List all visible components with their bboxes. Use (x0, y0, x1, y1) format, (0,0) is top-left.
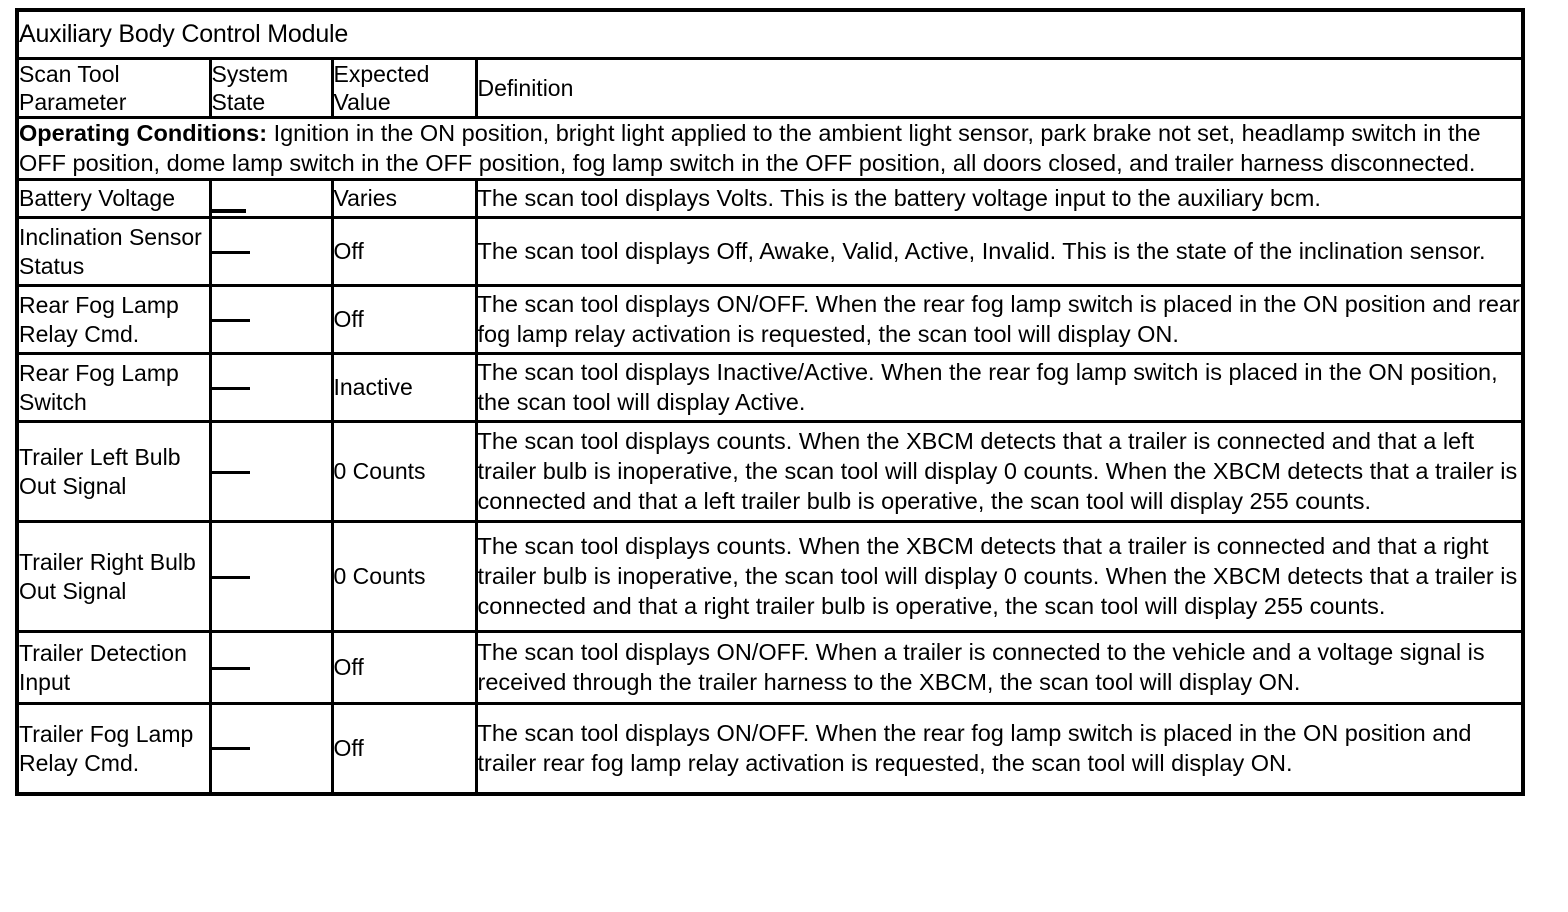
column-header-line1: Expected (333, 61, 430, 87)
column-header-scan-tool-parameter: Scan Tool Parameter (15, 56, 212, 120)
table-row: Inclination Sensor Status Off The scan t… (15, 216, 1525, 288)
row-definition: The scan tool displays counts. When the … (474, 520, 1525, 634)
placeholder-dash-icon (211, 470, 250, 474)
row-system-state (208, 352, 334, 424)
row-expected-value: Off (330, 216, 478, 288)
row-system-state (208, 702, 334, 796)
row-definition: The scan tool displays Off, Awake, Valid… (474, 216, 1525, 288)
row-expected-value: Off (330, 630, 478, 706)
row-definition: The scan tool displays ON/OFF. When the … (474, 702, 1525, 796)
column-header-system-state: System State (208, 56, 334, 120)
table-title-row: Auxiliary Body Control Module (15, 8, 1525, 60)
row-system-state (208, 284, 334, 356)
column-header-line1: Scan Tool (19, 61, 120, 87)
scan-tool-parameter-table: Auxiliary Body Control Module Scan Tool … (15, 8, 1525, 796)
row-parameter: Rear Fog Lamp Relay Cmd. (15, 284, 212, 356)
row-system-state (208, 420, 334, 524)
table-row: Trailer Left Bulb Out Signal 0 Counts Th… (15, 420, 1525, 524)
row-definition: The scan tool displays Volts. This is th… (474, 178, 1525, 220)
operating-conditions-row: Operating Conditions: Ignition in the ON… (15, 116, 1525, 182)
row-expected-value: Varies (330, 178, 478, 220)
table-row: Rear Fog Lamp Switch Inactive The scan t… (15, 352, 1525, 424)
table-row: Trailer Fog Lamp Relay Cmd. Off The scan… (15, 702, 1525, 796)
row-definition: The scan tool displays ON/OFF. When a tr… (474, 630, 1525, 706)
table-header-row: Scan Tool Parameter System State Expecte… (15, 56, 1525, 120)
row-system-state (208, 178, 334, 220)
column-header-expected-value: Expected Value (330, 56, 478, 120)
table-row: Trailer Right Bulb Out Signal 0 Counts T… (15, 520, 1525, 634)
operating-conditions-cell: Operating Conditions: Ignition in the ON… (15, 116, 1525, 182)
placeholder-dash-icon (211, 747, 250, 751)
placeholder-dash-icon (211, 209, 246, 214)
row-parameter: Trailer Right Bulb Out Signal (15, 520, 212, 634)
column-header-definition: Definition (474, 56, 1525, 120)
row-parameter: Trailer Detection Input (15, 630, 212, 706)
column-header-line2: Parameter (19, 89, 127, 116)
row-expected-value: 0 Counts (330, 520, 478, 634)
column-header-line2: State (211, 89, 266, 116)
row-parameter: Rear Fog Lamp Switch (15, 352, 212, 424)
table-row: Rear Fog Lamp Relay Cmd. Off The scan to… (15, 284, 1525, 356)
operating-conditions-text: Ignition in the ON position, bright ligh… (19, 120, 1481, 176)
row-definition: The scan tool displays ON/OFF. When the … (474, 284, 1525, 356)
row-parameter: Battery Voltage (15, 178, 212, 220)
row-expected-value: Off (330, 702, 478, 796)
operating-conditions-label: Operating Conditions: (19, 120, 268, 147)
row-system-state (208, 520, 334, 634)
column-header-line1: System (211, 61, 289, 87)
placeholder-dash-icon (211, 666, 250, 670)
table-row: Trailer Detection Input Off The scan too… (15, 630, 1525, 706)
column-header-line2: Value (333, 89, 391, 116)
row-system-state (208, 216, 334, 288)
row-definition: The scan tool displays counts. When the … (474, 420, 1525, 524)
placeholder-dash-icon (211, 386, 250, 390)
row-expected-value: Inactive (330, 352, 478, 424)
row-parameter: Inclination Sensor Status (15, 216, 212, 288)
row-expected-value: Off (330, 284, 478, 356)
placeholder-dash-icon (211, 575, 250, 579)
row-definition: The scan tool displays Inactive/Active. … (474, 352, 1525, 424)
placeholder-dash-icon (211, 250, 250, 254)
row-expected-value: 0 Counts (330, 420, 478, 524)
table-row: Battery Voltage Varies The scan tool dis… (15, 178, 1525, 220)
row-parameter: Trailer Fog Lamp Relay Cmd. (15, 702, 212, 796)
row-parameter: Trailer Left Bulb Out Signal (15, 420, 212, 524)
placeholder-dash-icon (211, 318, 250, 322)
row-system-state (208, 630, 334, 706)
table-title: Auxiliary Body Control Module (15, 8, 1525, 60)
